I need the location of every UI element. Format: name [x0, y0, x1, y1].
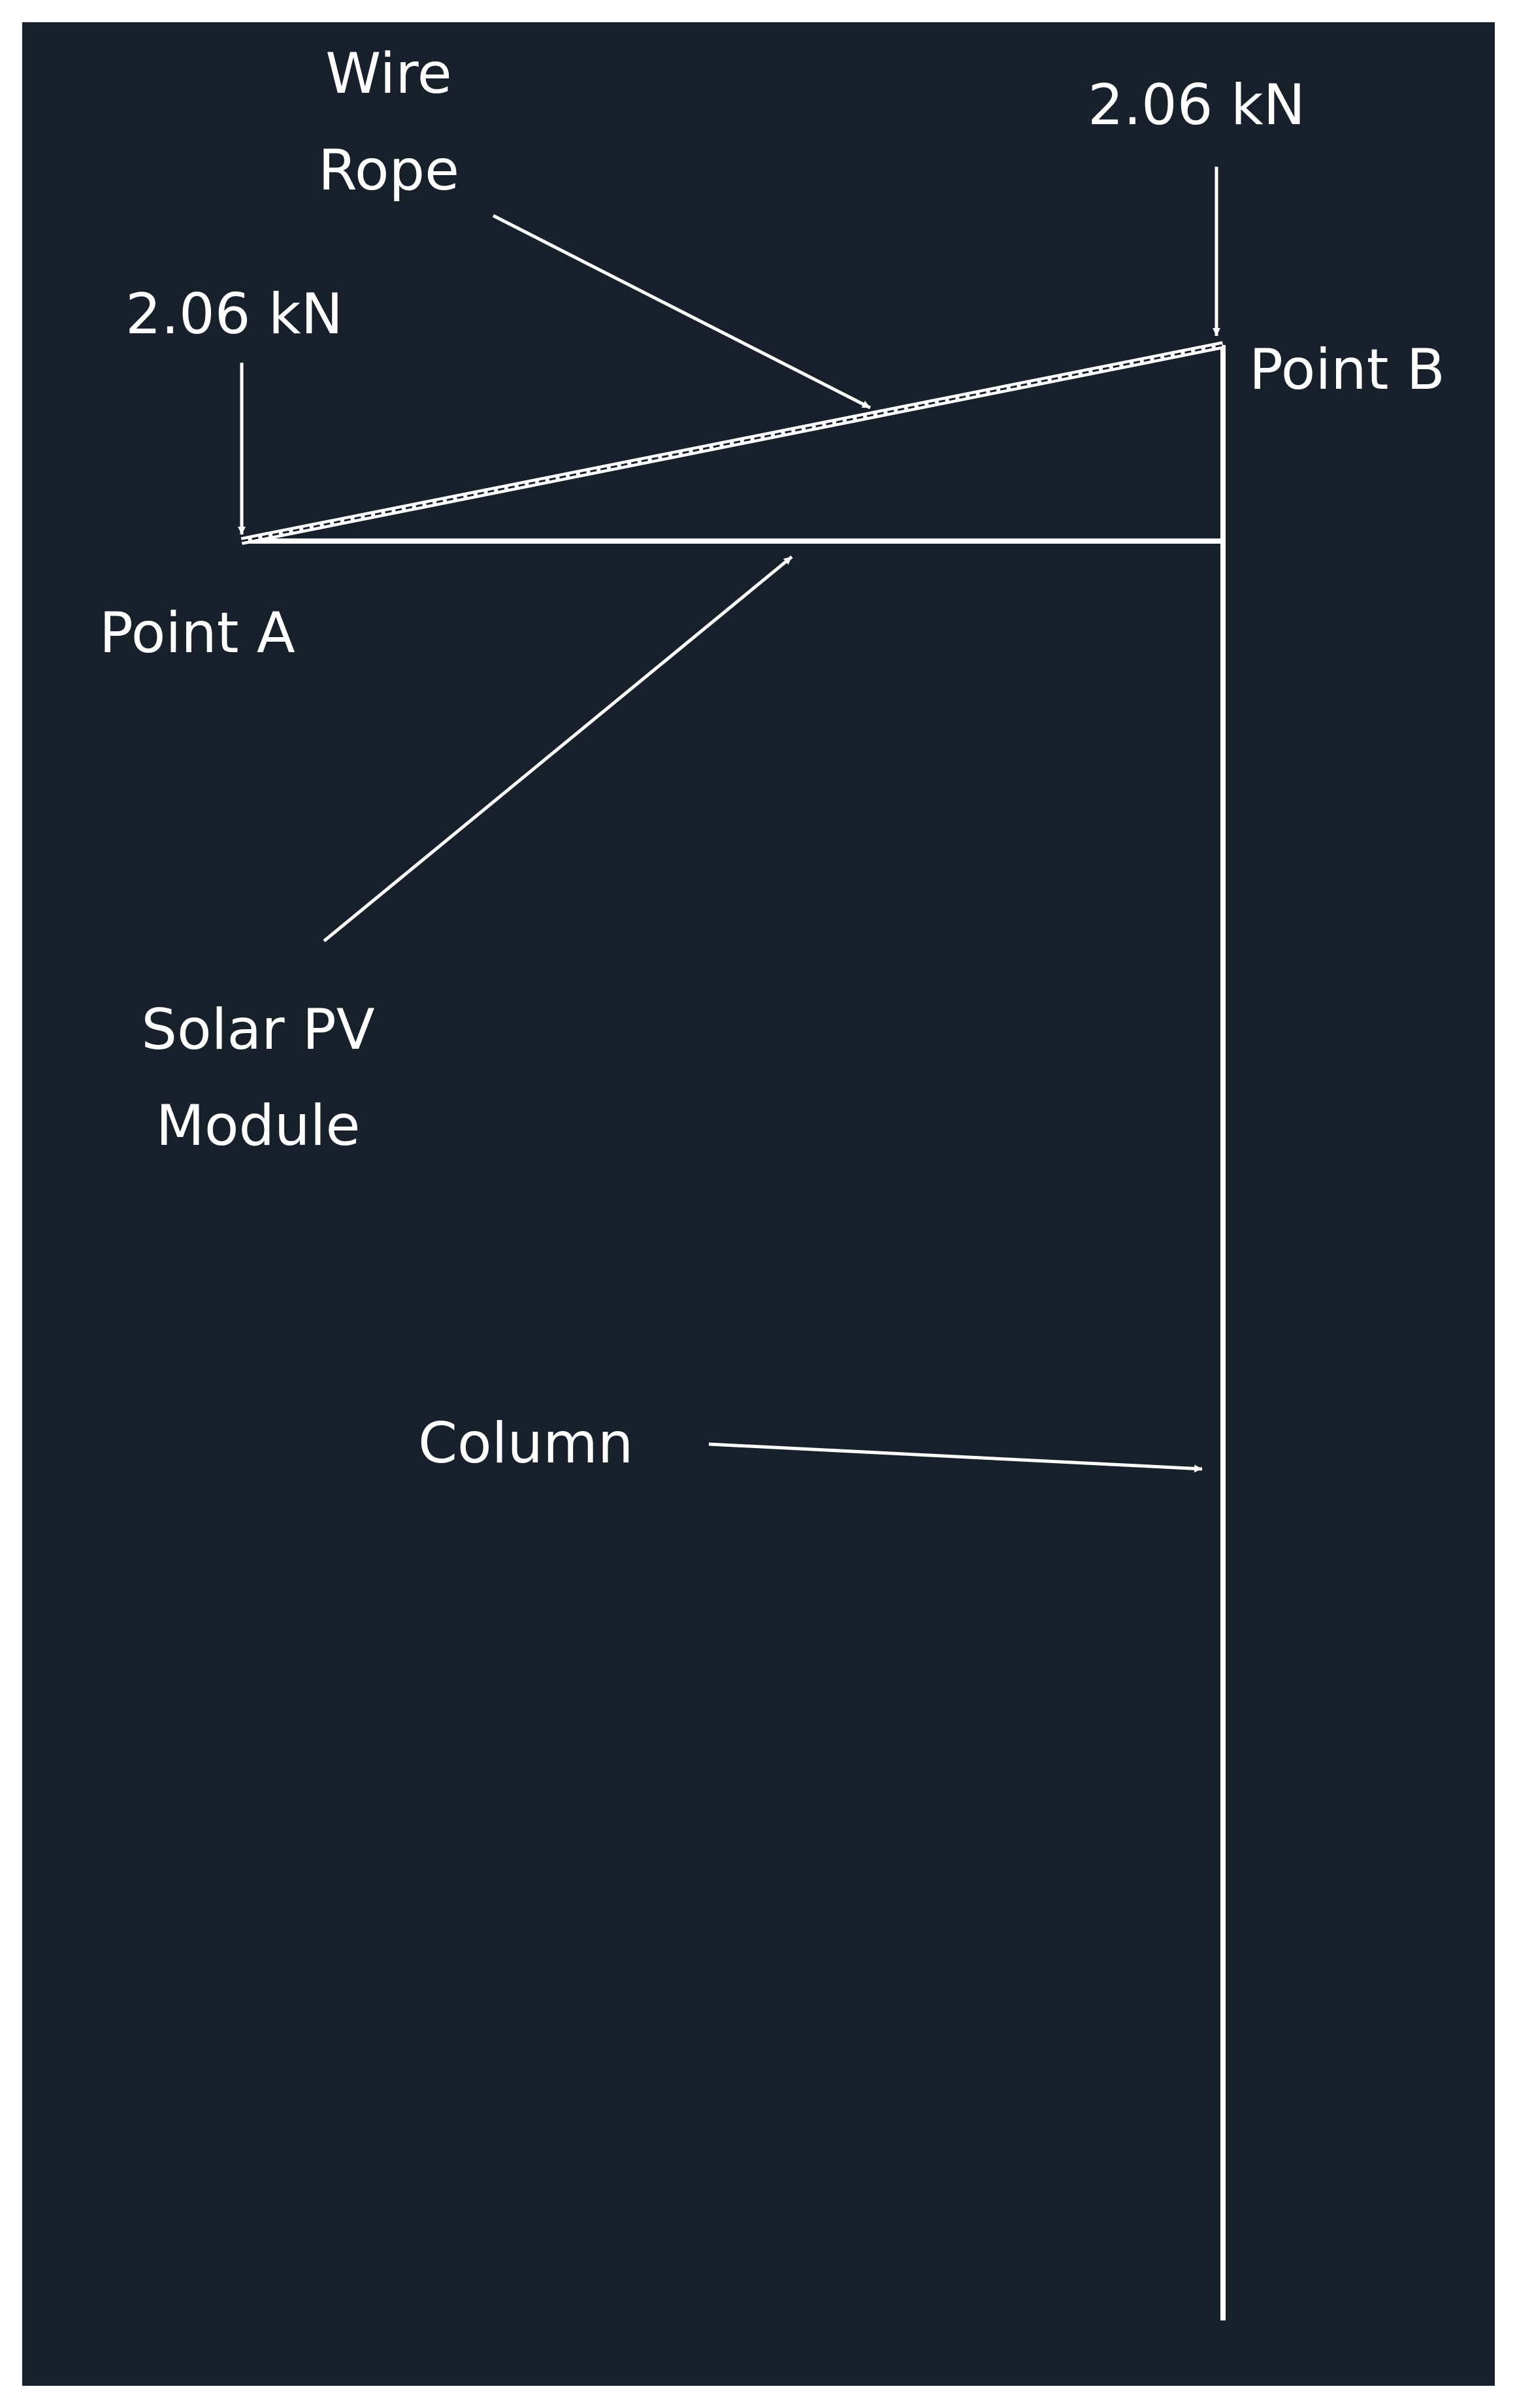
wire-rope-label-line1: Wire	[325, 41, 451, 107]
solar-pv-label-line1: Solar PV	[141, 997, 374, 1063]
load-label-right: 2.06 kN	[1088, 73, 1305, 138]
load-label-left: 2.06 kN	[125, 282, 343, 347]
solar-pv-label-line2: Module	[156, 1093, 361, 1159]
solar-pv-leader-arrow	[323, 555, 793, 942]
point-b-label: Point B	[1249, 337, 1445, 403]
column-leader-arrow	[708, 1442, 1203, 1473]
diagram-background	[22, 22, 1495, 2386]
point-a-label: Point A	[99, 601, 295, 666]
wire-rope-line	[240, 341, 1224, 545]
wire-rope-label-line2: Rope	[318, 138, 459, 203]
wire-rope-leader-arrow	[492, 214, 872, 410]
column-label: Column	[418, 1411, 633, 1476]
